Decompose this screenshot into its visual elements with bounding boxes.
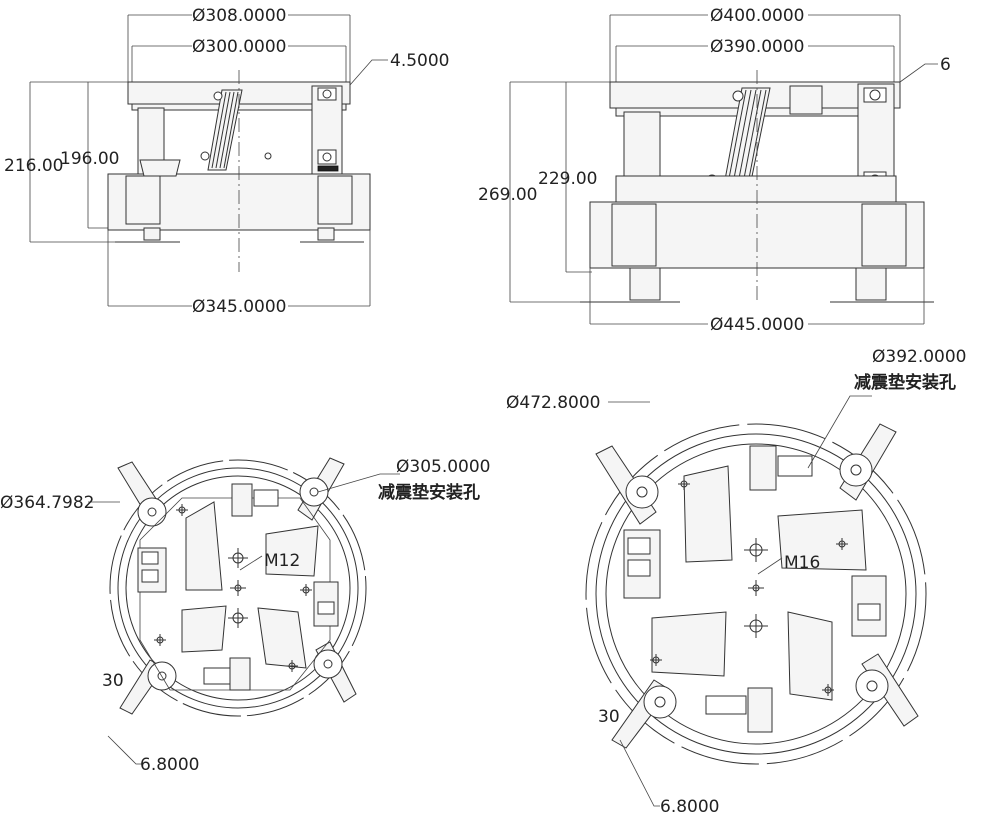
plan-view-large: Ø472.8000 Ø392.0000 减震垫安装孔 M16 30 6.8000 [506, 347, 967, 817]
dim-top-diameter: Ø400.0000 [710, 6, 805, 26]
dim-outer-diameter: Ø472.8000 [506, 393, 601, 413]
dim-bottom-diameter: Ø445.0000 [710, 315, 805, 335]
angle-label: 30 [598, 707, 620, 727]
dim-height-inner: 196.00 [60, 149, 119, 169]
dim-height-outer: 216.00 [4, 156, 63, 176]
dim-mid-diameter: Ø390.0000 [710, 37, 805, 57]
front-view-large: Ø400.0000 Ø390.0000 6 269.00 229.00 [478, 6, 951, 335]
dim-hole-diameter: Ø305.0000 [396, 457, 491, 477]
thread-label: M16 [784, 553, 820, 573]
dim-bottom-diameter: Ø345.0000 [192, 297, 287, 317]
slot-label: 6.8000 [140, 755, 199, 775]
front-view-small: Ø308.0000 Ø300.0000 4.5000 216.00 196.00 [4, 6, 449, 317]
slot-label: 6.8000 [660, 797, 719, 817]
dim-height-outer: 269.00 [478, 185, 537, 205]
dim-hole-diameter: Ø392.0000 [872, 347, 967, 367]
thread-label: M12 [264, 551, 300, 571]
dim-top-diameter: Ø308.0000 [192, 6, 287, 26]
dim-height-inner: 229.00 [538, 169, 597, 189]
dim-mid-diameter: Ø300.0000 [192, 37, 287, 57]
dim-right-gap: 4.5000 [390, 51, 449, 71]
angle-label: 30 [102, 671, 124, 691]
dim-outer-diameter: Ø364.7982 [0, 493, 95, 513]
mount-ear [117, 461, 167, 527]
dim-right-gap: 6 [940, 55, 951, 75]
hole-label: 减震垫安装孔 [854, 372, 956, 393]
plan-view-small: Ø364.7982 Ø305.0000 减震垫安装孔 M12 30 6.8000 [0, 457, 491, 775]
hole-label: 减震垫安装孔 [378, 482, 480, 503]
